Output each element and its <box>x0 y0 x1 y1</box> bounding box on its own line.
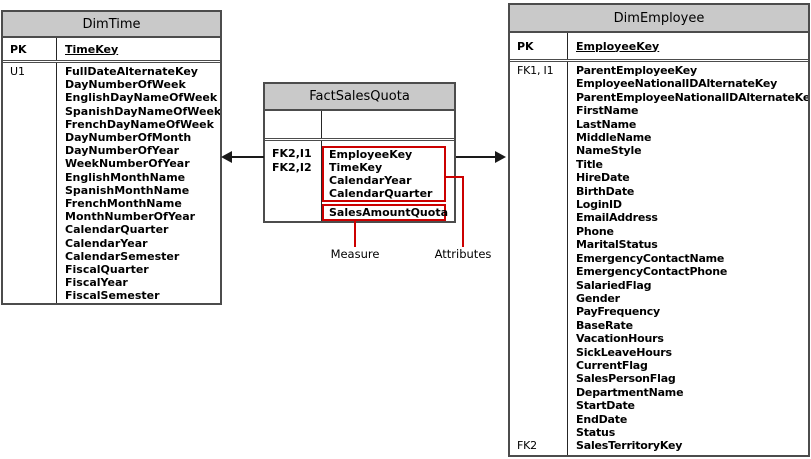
attributes-callout-line-vertical <box>462 176 464 247</box>
dimemployee-fk-column: FK1, I1 FK2 <box>510 62 568 455</box>
dimtime-field: SpanishMonthName <box>65 183 190 197</box>
dimtime-field: FiscalQuarter <box>65 263 149 277</box>
dimemployee-fk-bottom-label: FK2 <box>517 438 537 452</box>
dimemployee-field: EmailAddress <box>576 211 658 225</box>
right-arrowhead-icon <box>495 151 506 163</box>
dimemployee-field: StartDate <box>576 399 635 413</box>
dimtime-field: DayNumberOfMonth <box>65 131 192 145</box>
dimtime-field: CalendarQuarter <box>65 223 169 237</box>
factsalesquota-measure-field: SalesAmountQuota <box>329 206 448 219</box>
dimemployee-field: MiddleName <box>576 131 652 145</box>
dimemployee-field: EmployeeNationalIDAlternateKey <box>576 77 778 91</box>
dimtime-field: FrenchDayNameOfWeek <box>65 117 214 131</box>
dimemployee-field: SalesTerritoryKey <box>576 439 683 453</box>
dimtime-field: FiscalYear <box>65 276 128 290</box>
dimemployee-field: EmergencyContactName <box>576 251 725 265</box>
dimemployee-table: DimEmployee PK EmployeeKey FK1, I1 FK2 P… <box>508 3 810 457</box>
dimtime-pk-label: PK <box>3 38 57 60</box>
dimtime-field: FrenchMonthName <box>65 197 182 211</box>
dimtime-index-label: U1 <box>3 63 57 303</box>
factsalesquota-attribute-field: EmployeeKey <box>329 148 413 161</box>
dimtime-field: EnglishDayNameOfWeek <box>65 91 218 105</box>
left-arrowhead-icon <box>221 151 232 163</box>
dimemployee-field: ParentEmployeeNationalIDAlternateKey <box>576 90 808 104</box>
dimemployee-field: HireDate <box>576 171 630 185</box>
factsalesquota-title: FactSalesQuota <box>265 84 454 111</box>
factsalesquota-pk-label <box>265 111 322 138</box>
attributes-label: Attributes <box>434 247 492 261</box>
dimemployee-field: Phone <box>576 224 614 238</box>
dimemployee-field: PayFrequency <box>576 305 661 319</box>
dimemployee-field: BirthDate <box>576 184 635 198</box>
dimemployee-field: CurrentFlag <box>576 358 648 372</box>
dimtime-field: CalendarSemester <box>65 249 180 263</box>
dimtime-pk-field: TimeKey <box>65 42 119 56</box>
dimemployee-field: VacationHours <box>576 332 664 346</box>
dimemployee-field: EndDate <box>576 412 628 426</box>
factsalesquota-attribute-field: CalendarQuarter <box>329 187 433 200</box>
dimtime-field: WeekNumberOfYear <box>65 157 190 171</box>
factsalesquota-fk-label: FK2,I2 <box>272 161 312 174</box>
dimemployee-field: Title <box>576 157 603 171</box>
dimemployee-pk-row: PK EmployeeKey <box>510 33 808 62</box>
factsalesquota-attribute-field: TimeKey <box>329 161 383 174</box>
attributes-callout-line-horizontal <box>444 176 464 178</box>
dimemployee-relationship-line <box>456 156 497 158</box>
dimemployee-field: SickLeaveHours <box>576 345 672 359</box>
dimtime-pk-row: PK TimeKey <box>3 38 220 63</box>
dimemployee-field: LoginID <box>576 198 622 212</box>
dimtime-field: EnglishMonthName <box>65 170 186 184</box>
dimemployee-field: Gender <box>576 291 620 305</box>
measure-highlight-box: SalesAmountQuota <box>322 204 448 221</box>
factsalesquota-pk-row <box>265 111 454 141</box>
dimtime-field: FiscalSemester <box>65 289 160 303</box>
dimemployee-pk-field: EmployeeKey <box>576 39 660 53</box>
measure-callout-line <box>354 221 356 247</box>
dimemployee-field: ParentEmployeeKey <box>576 64 697 77</box>
dimemployee-pk-label: PK <box>510 33 568 59</box>
dimtime-title: DimTime <box>3 12 220 38</box>
dimemployee-field: BaseRate <box>576 318 633 332</box>
dimemployee-title: DimEmployee <box>510 5 808 33</box>
dimemployee-field: SalesPersonFlag <box>576 372 676 386</box>
dimtime-field: CalendarYear <box>65 236 148 250</box>
dimemployee-field: NameStyle <box>576 144 642 158</box>
dimtime-field: FullDateAlternateKey <box>65 65 198 78</box>
dimemployee-field: Status <box>576 425 616 439</box>
dimtime-field: SpanishDayNameOfWeek <box>65 104 220 118</box>
dimemployee-field: LastName <box>576 117 637 131</box>
dimemployee-field: FirstName <box>576 104 639 118</box>
dimtime-field: DayNumberOfYear <box>65 144 180 158</box>
dimemployee-field: DepartmentName <box>576 385 684 399</box>
factsalesquota-fk-label: FK2,I1 <box>272 147 312 160</box>
dimemployee-field: EmergencyContactPhone <box>576 265 728 279</box>
dimemployee-fk-top-label: FK1, I1 <box>517 64 554 77</box>
dimtime-field: DayNumberOfWeek <box>65 78 186 92</box>
dimemployee-field: MaritalStatus <box>576 238 658 252</box>
dimemployee-field: SalariedFlag <box>576 278 652 292</box>
factsalesquota-attribute-field: CalendarYear <box>329 174 412 187</box>
measure-label: Measure <box>330 247 380 261</box>
dimtime-relationship-line <box>230 156 264 158</box>
dimtime-field: MonthNumberOfYear <box>65 210 196 224</box>
dimtime-table: DimTime PK TimeKey U1 FullDateAlternateK… <box>1 10 222 305</box>
